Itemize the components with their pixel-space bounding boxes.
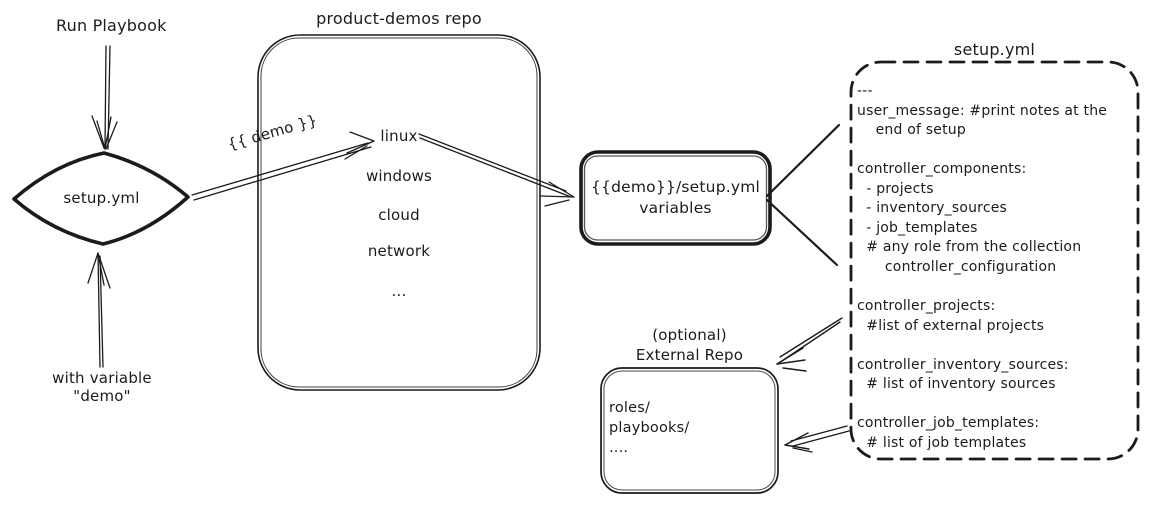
- variables-box: [579, 150, 772, 246]
- repo-item-windows: windows: [365, 167, 433, 185]
- setup-yml-diamond: [12, 151, 190, 246]
- product-demos-repo-box: [257, 34, 541, 391]
- setup-yml-title: setup.yml: [953, 40, 1036, 59]
- repo-item-linux: linux: [380, 127, 418, 145]
- variables-to-setup-fork: [765, 123, 841, 267]
- external-repo-title: (optional) External Repo: [601, 326, 778, 365]
- product-demos-repo-title: product-demos repo: [316, 9, 482, 28]
- repo-item-network: network: [367, 242, 431, 260]
- with-variable-line1: with variable: [52, 369, 152, 387]
- demo-arrow: [191, 131, 375, 201]
- variables-box-line1: {{demo}}/setup.yml: [590, 178, 761, 196]
- run-playbook-label: Run Playbook: [56, 16, 167, 35]
- diamond-label: setup.yml: [63, 189, 140, 207]
- repo-item-ellipsis: ...: [391, 282, 407, 300]
- linux-to-variables-arrow: [418, 133, 575, 207]
- external-repo-code: roles/ playbooks/ ....: [609, 400, 690, 456]
- variables-box-label: {{demo}}/setup.yml variables: [581, 152, 770, 244]
- job-templates-to-external-arrow: [784, 425, 850, 453]
- with-variable-line2: "demo": [73, 387, 131, 405]
- with-variable-arrow: [87, 252, 111, 368]
- repo-item-cloud: cloud: [378, 206, 420, 224]
- with-variable-label: with variable "demo": [28, 369, 176, 405]
- external-repo-title-line2: External Repo: [635, 345, 744, 364]
- external-repo-box: [600, 367, 779, 494]
- run-playbook-arrow: [91, 45, 118, 150]
- variables-box-line2: variables: [639, 199, 712, 217]
- external-repo-title-line1: (optional): [652, 326, 727, 344]
- setup-yml-dashed-box: [849, 60, 1140, 461]
- projects-to-external-arrow: [776, 317, 843, 372]
- setup-yml-code: --- user_message: #print notes at the en…: [857, 83, 1108, 451]
